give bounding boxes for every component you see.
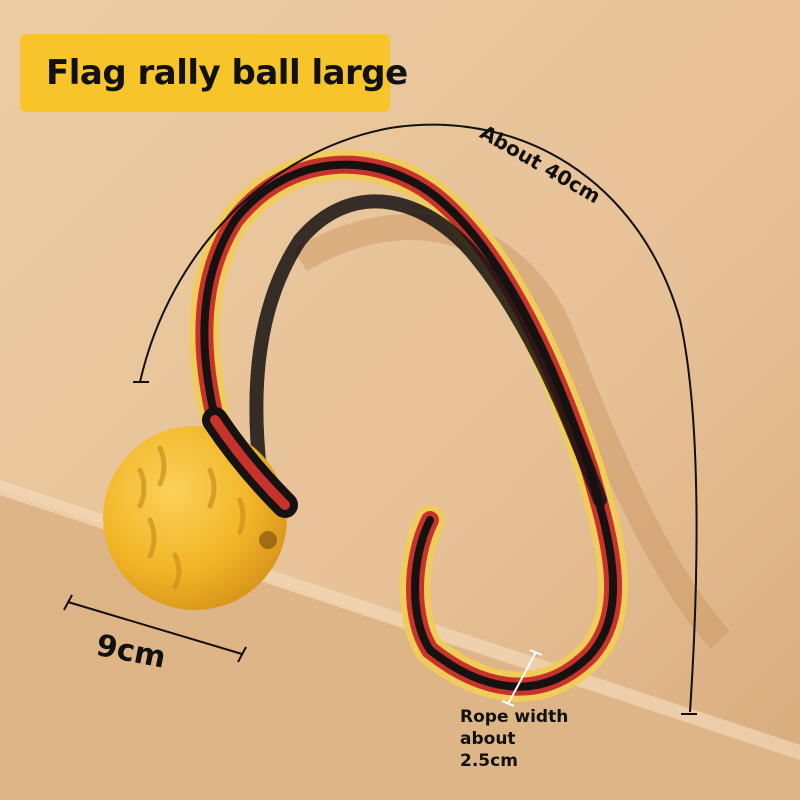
yellow-ball — [103, 426, 287, 610]
rope-width-line-3: 2.5cm — [460, 751, 518, 771]
product-title: Flag rally ball large — [46, 53, 408, 93]
rope-width-line-2: about — [460, 729, 516, 749]
rope-loop — [189, 149, 629, 702]
rope-shadow — [293, 214, 730, 649]
rope-width-label: Rope width about 2.5cm — [460, 706, 568, 772]
title-badge: Flag rally ball large — [20, 34, 408, 112]
width-dimension-line — [507, 651, 537, 705]
diameter-dimension-line — [67, 601, 243, 655]
length-dimension-arc — [139, 123, 698, 713]
rope-width-line-1: Rope width — [460, 707, 569, 727]
